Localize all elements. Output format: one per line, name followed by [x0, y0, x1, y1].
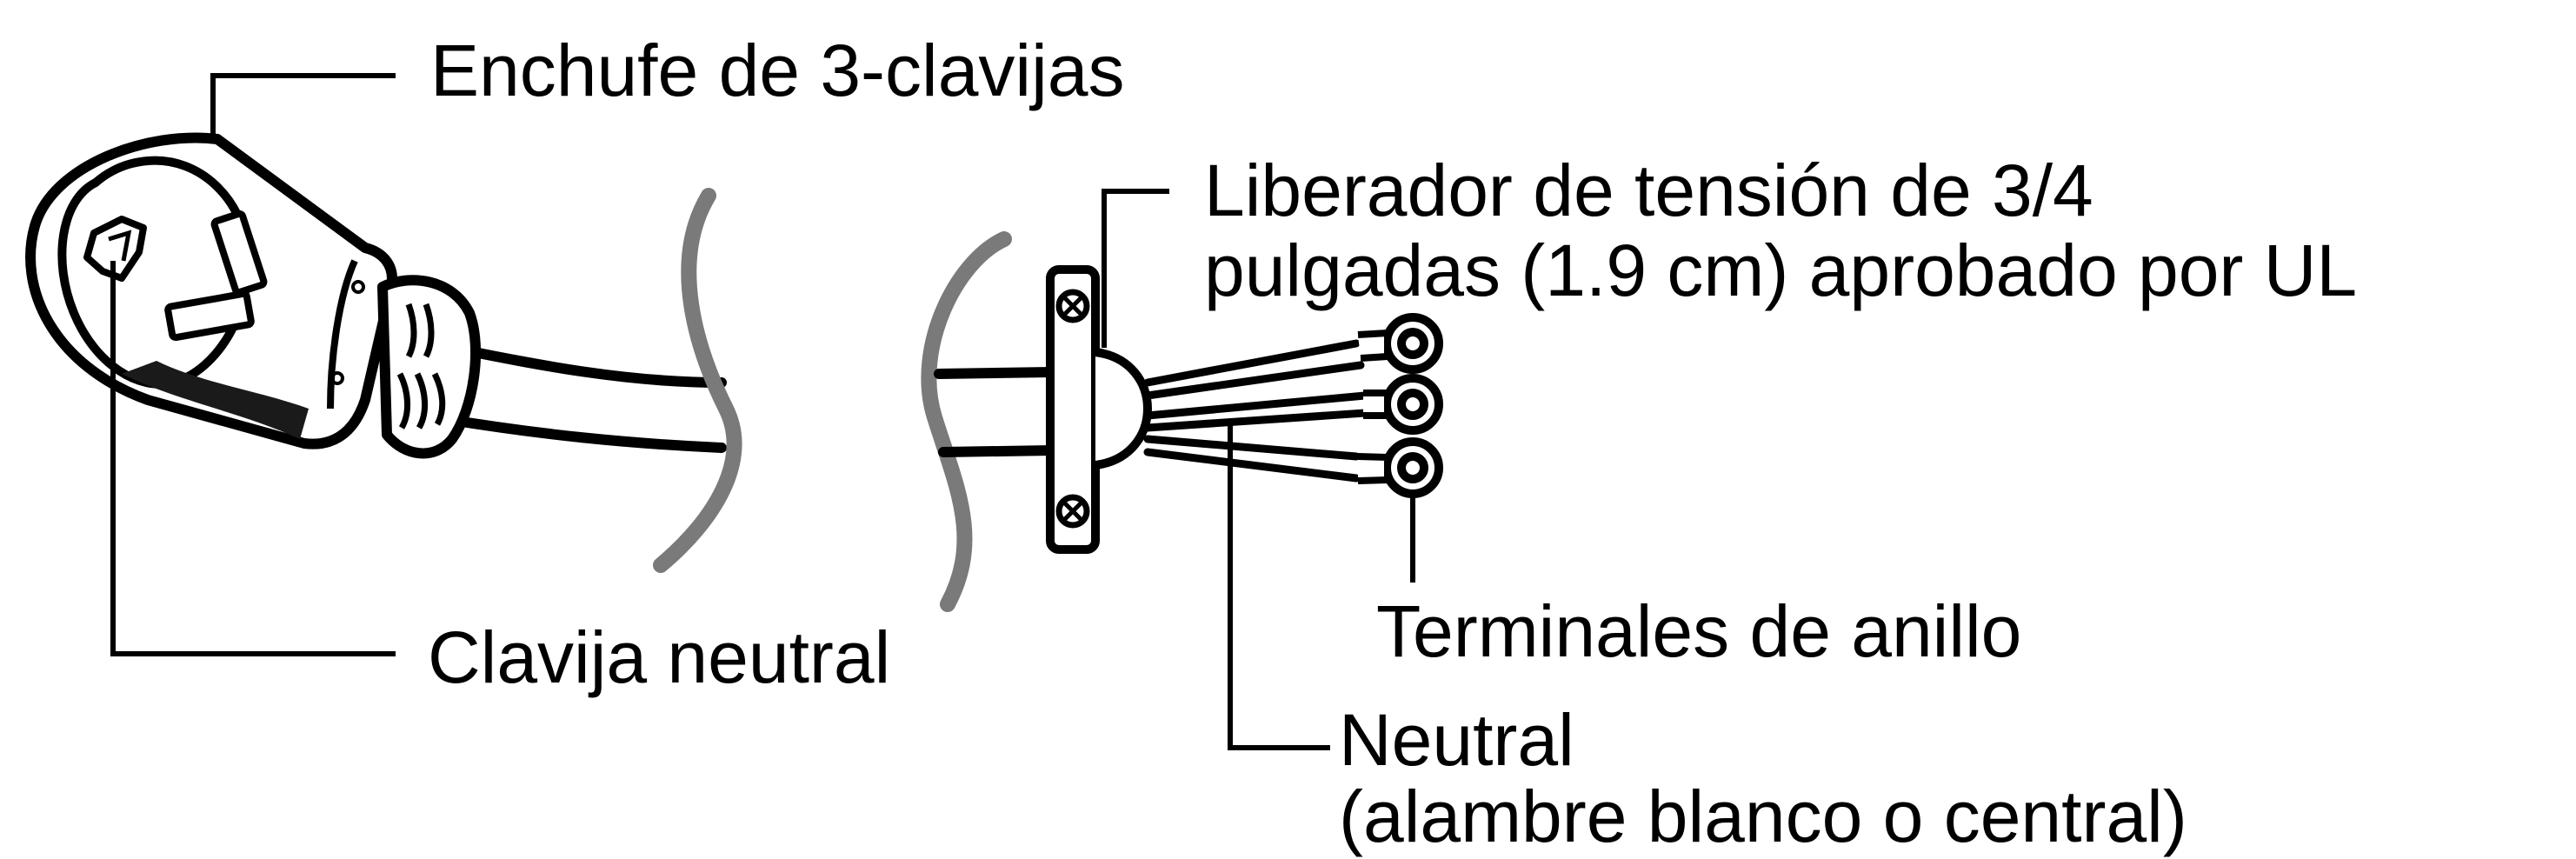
strain-relief-leader-line — [1102, 189, 1169, 348]
cord-break-mark-icon — [653, 188, 1012, 612]
leader-lines — [110, 73, 1415, 750]
ring-terminal-necks — [1357, 329, 1391, 484]
main-cord — [934, 367, 1057, 457]
plug-leader-line — [210, 73, 396, 143]
wire-bottom — [1143, 435, 1361, 483]
plug-grip-ridges — [396, 303, 446, 430]
neutral-wire-label-line2: (alambre blanco o central) — [1339, 776, 2187, 857]
plug-cord — [429, 343, 727, 453]
wire-top — [1143, 339, 1365, 400]
strain-relief-label-line1: Liberador de tensión de 3/4 — [1204, 150, 2093, 231]
plug-label: Enchufe de 3-clavijas — [430, 30, 1124, 111]
strain-relief-clamp-icon — [1046, 265, 1153, 554]
hot-prong-shape — [210, 210, 268, 296]
plug-collar-dot — [351, 280, 365, 294]
neutral-prong-label: Clavija neutral — [428, 616, 890, 698]
wires — [1143, 339, 1369, 483]
ring-terminal-icon — [1382, 313, 1443, 498]
strain-relief-label-line2: pulgadas (1.9 cm) aprobado por UL — [1204, 230, 2357, 311]
plug-shading — [122, 361, 309, 439]
ring-terminals-label: Terminales de anillo — [1376, 590, 2021, 672]
plug-collar-line — [327, 259, 358, 410]
hot-prong-shape — [164, 290, 255, 342]
neutral-prong-leader-line — [110, 261, 396, 656]
plug-collar-dot — [330, 371, 344, 385]
wire-middle-neutral — [1143, 391, 1369, 432]
neutral-wire-label-line1: Neutral — [1339, 699, 1574, 781]
neutral-wire-leader-line — [1228, 422, 1330, 750]
plug-icon — [25, 132, 727, 459]
